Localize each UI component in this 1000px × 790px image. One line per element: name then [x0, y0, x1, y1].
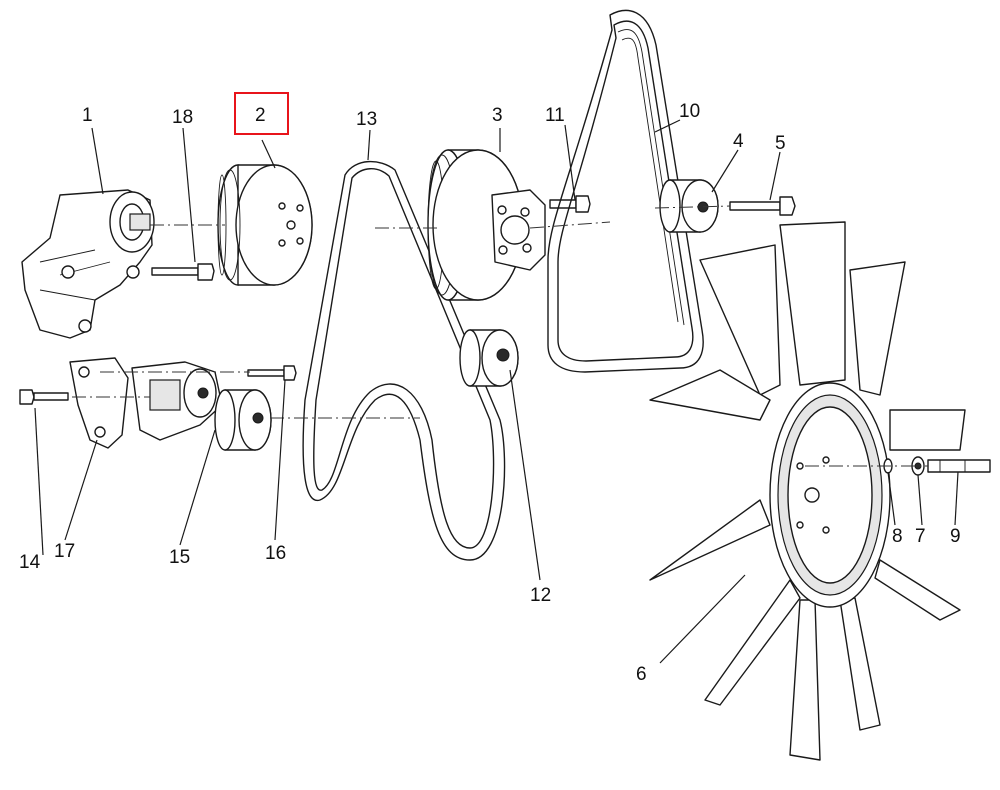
- callout-16[interactable]: 16: [265, 543, 287, 564]
- part-15-tensioner[interactable]: [131, 361, 272, 451]
- callout-3[interactable]: 3: [492, 105, 503, 126]
- part-10-ribbed-belt[interactable]: [547, 9, 704, 373]
- callout-9[interactable]: 9: [950, 526, 961, 547]
- part-18-bolt[interactable]: [151, 263, 215, 281]
- callout-4[interactable]: 4: [733, 131, 744, 152]
- callout-1[interactable]: 1: [82, 105, 93, 126]
- part-5-bolt[interactable]: [729, 196, 796, 216]
- highlight-box-callout-2: [234, 92, 289, 135]
- part-2-pulley[interactable]: [217, 164, 313, 286]
- part-17-bracket[interactable]: [69, 357, 129, 449]
- part-1-pump-bracket[interactable]: [21, 189, 155, 339]
- part-11-bolt[interactable]: [549, 195, 591, 213]
- part-14-bolt[interactable]: [19, 389, 69, 405]
- callout-17[interactable]: 17: [54, 541, 76, 562]
- part-6-fan[interactable]: [649, 221, 966, 761]
- part-3-crank-pulley[interactable]: [427, 149, 546, 301]
- part-12-idler[interactable]: [459, 329, 519, 387]
- callout-2[interactable]: 2: [255, 105, 266, 126]
- callout-11[interactable]: 11: [545, 105, 565, 126]
- callout-10[interactable]: 10: [679, 101, 701, 122]
- part-9-stud[interactable]: [927, 459, 991, 473]
- assembly-axis-lines: [72, 205, 928, 467]
- callout-15[interactable]: 15: [169, 547, 191, 568]
- callout-5[interactable]: 5: [775, 133, 786, 154]
- part-13-belt[interactable]: [302, 160, 506, 561]
- callout-8[interactable]: 8: [892, 526, 903, 547]
- callout-leader-lines: [34, 119, 959, 664]
- callout-12[interactable]: 12: [530, 585, 552, 606]
- callout-6[interactable]: 6: [636, 664, 647, 685]
- part-4-idler[interactable]: [659, 179, 719, 233]
- callout-13[interactable]: 13: [356, 109, 378, 130]
- part-16-bolt[interactable]: [247, 365, 297, 381]
- callout-18[interactable]: 18: [172, 107, 194, 128]
- callout-14[interactable]: 14: [19, 552, 41, 573]
- callout-7[interactable]: 7: [915, 526, 926, 547]
